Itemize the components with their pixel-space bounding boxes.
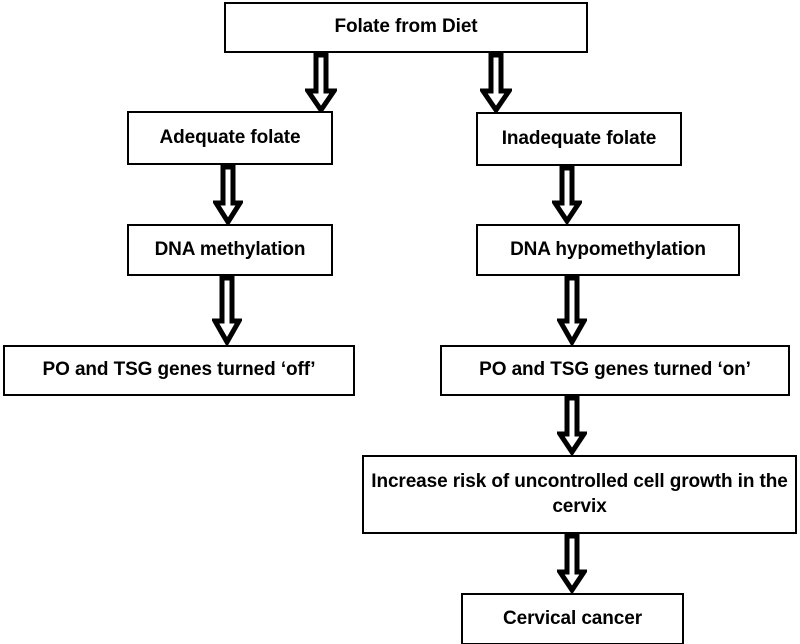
node-dna-methylation[interactable]: DNA methylation <box>127 224 333 276</box>
arrow-down-icon <box>305 53 337 113</box>
node-label: DNA methylation <box>154 238 306 260</box>
node-label: Increase risk of uncontrolled cell growt… <box>371 471 788 517</box>
node-inadequate-folate[interactable]: Inadequate folate <box>476 112 682 166</box>
node-label: Folate from Diet <box>334 16 478 38</box>
node-genes-on[interactable]: PO and TSG genes turned ‘on’ <box>440 345 790 396</box>
arrow-down-icon <box>480 53 512 113</box>
node-label: Inadequate folate <box>501 127 657 149</box>
node-dna-hypomethylation[interactable]: DNA hypomethylation <box>476 224 740 276</box>
node-genes-off[interactable]: PO and TSG genes turned ‘off’ <box>3 345 355 396</box>
node-cervical-cancer[interactable]: Cervical cancer <box>461 593 684 644</box>
arrow-down-icon <box>557 534 587 593</box>
node-label: Adequate folate <box>159 126 301 148</box>
arrow-down-icon <box>557 276 587 345</box>
node-label: PO and TSG genes turned ‘on’ <box>479 359 751 381</box>
node-increase-risk[interactable]: Increase risk of uncontrolled cell growt… <box>362 455 797 534</box>
arrow-down-icon <box>213 165 243 225</box>
node-label: DNA hypomethylation <box>510 238 706 260</box>
node-label: Cervical cancer <box>503 607 642 629</box>
arrow-down-icon <box>557 396 587 455</box>
node-label: PO and TSG genes turned ‘off’ <box>42 359 316 381</box>
node-adequate-folate[interactable]: Adequate folate <box>127 111 333 165</box>
arrow-down-icon <box>212 276 242 345</box>
arrow-down-icon <box>552 166 582 224</box>
node-folate-from-diet[interactable]: Folate from Diet <box>224 2 588 53</box>
